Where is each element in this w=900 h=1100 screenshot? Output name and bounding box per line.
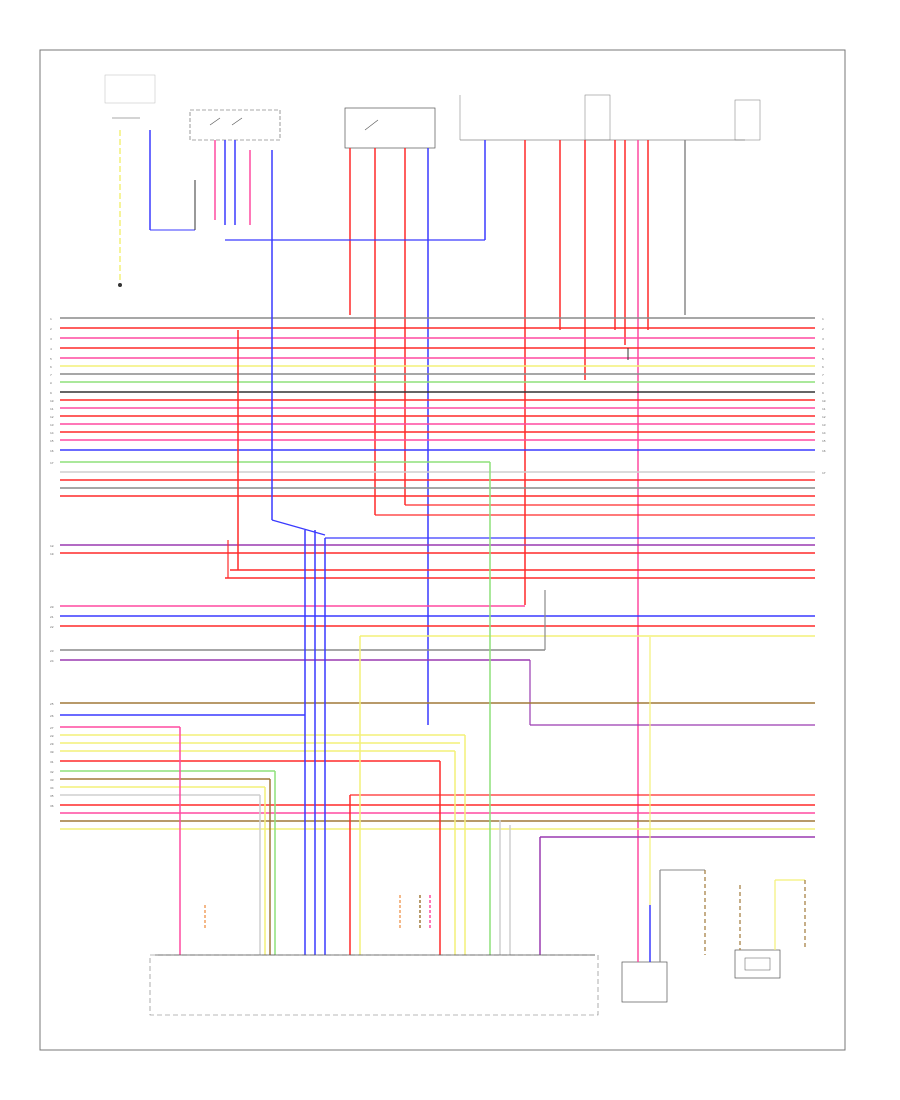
bus-left-label: 21 (50, 616, 54, 619)
bus-left-label: 16 (50, 450, 54, 453)
bus-left-label: 7 (50, 374, 52, 377)
bus-left-label: 13 (50, 424, 54, 427)
bus-left-label: 28 (50, 735, 54, 738)
bus-group-3 (60, 605, 815, 637)
bus-right-label: 2 (822, 328, 824, 331)
bus-left-label: 19 (50, 553, 54, 556)
bus-left-label: 32 (50, 771, 54, 774)
bus-left-label: 33 (50, 779, 54, 782)
bus-left-label: 11 (50, 408, 54, 411)
bus-right-label: 13 (822, 424, 826, 427)
bus-left-label: 27 (50, 727, 54, 730)
main-control-module (149, 954, 599, 1016)
connector-b (399, 895, 431, 930)
bus-right-label: 8 (822, 382, 824, 385)
bus-left-label: 30 (50, 751, 54, 754)
bus-group-2 (60, 537, 815, 579)
bus-left-label: 2 (50, 328, 52, 331)
diagram-frame (39, 49, 846, 1051)
bus-left-label: 20 (50, 606, 54, 609)
bus-left-label: 10 (50, 400, 54, 403)
bus-left-label: 31 (50, 761, 54, 764)
bus-left-label: 25 (50, 703, 54, 706)
bus-right-label: 15 (822, 440, 826, 443)
bus-right-label: 6 (822, 366, 824, 369)
bus-left-label: 35 (50, 795, 54, 798)
bus-left-label: 22 (50, 626, 54, 629)
fuse-block (459, 94, 761, 900)
bus-left-numbers: 1 2 3 4 5 6 7 8 9 10 11 12 13 14 15 16 1… (50, 318, 54, 808)
bus-left-label: 15 (50, 440, 54, 443)
bus-group-5 (60, 702, 815, 838)
bus-left-label: 36 (50, 805, 54, 808)
bus-right-label: 14 (822, 432, 826, 435)
bus-left-label: 12 (50, 416, 54, 419)
bus-left-label: 24 (50, 660, 54, 663)
bus-group-1 (60, 317, 815, 516)
vertical-runs (179, 240, 651, 955)
bus-right-label: 17 (822, 472, 826, 475)
bus-right-label: 5 (822, 358, 824, 361)
bus-left-label: 14 (50, 432, 54, 435)
bus-right-label: 11 (822, 408, 826, 411)
bus-right-label: 4 (822, 348, 824, 351)
bus-left-label: 3 (50, 338, 52, 341)
bus-right-label: 7 (822, 374, 824, 377)
bus-left-label: 9 (50, 392, 52, 395)
bus-left-label: 34 (50, 787, 54, 790)
bus-group-4 (60, 590, 815, 726)
bus-left-label: 23 (50, 650, 54, 653)
right-unit (734, 879, 806, 979)
bus-left-label: 17 (50, 462, 54, 465)
bus-right-label: 16 (822, 450, 826, 453)
bus-right-numbers: 1 2 3 4 5 6 7 8 9 10 11 12 13 14 15 16 1… (822, 318, 826, 475)
bus-left-label: 8 (50, 382, 52, 385)
bus-left-label: 26 (50, 715, 54, 718)
bus-left-label: 18 (50, 545, 54, 548)
bus-left-label: 5 (50, 358, 52, 361)
bus-right-label: 1 (822, 318, 824, 321)
bus-left-label: 4 (50, 348, 52, 351)
right-module (621, 869, 706, 1003)
bus-right-label: 3 (822, 338, 824, 341)
bus-left-label: 1 (50, 318, 52, 321)
relay-unit (344, 107, 436, 725)
bus-right-label: 10 (822, 400, 826, 403)
left-turn-component (104, 74, 196, 287)
bus-right-label: 12 (822, 416, 826, 419)
switch-assembly (189, 109, 281, 240)
bus-left-label: 6 (50, 366, 52, 369)
bus-right-label: 9 (822, 392, 824, 395)
bus-left-label: 29 (50, 743, 54, 746)
